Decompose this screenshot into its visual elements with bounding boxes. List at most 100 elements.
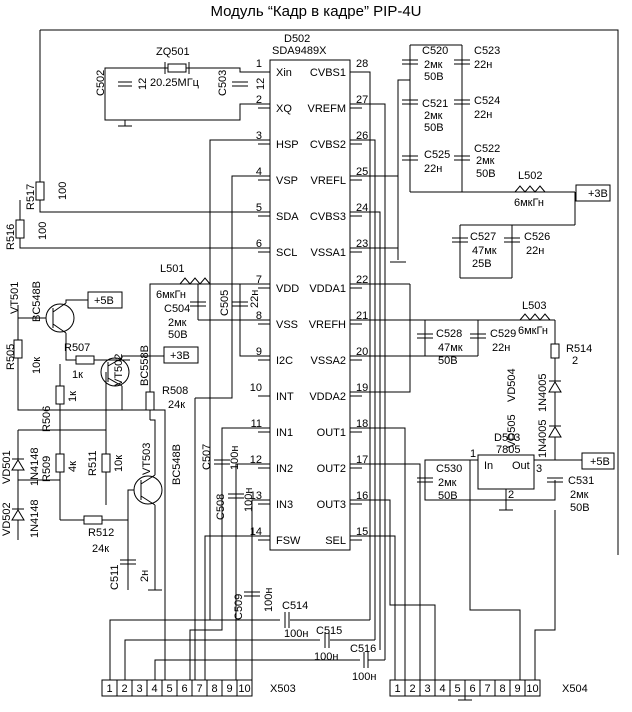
vt502-value: BC558B xyxy=(139,345,151,386)
c508-ref: C508 xyxy=(215,494,227,520)
ic-left-pins: 1Xin2XQ3HSP4VSP5SDA6SCL7VDD8VSS9I2C10INT… xyxy=(250,58,301,547)
ic-pin-name: IN3 xyxy=(276,499,293,511)
vd501-ref: VD501 xyxy=(1,450,13,484)
ic-pin-number: 15 xyxy=(356,526,368,538)
ic-pin-number: 18 xyxy=(356,418,368,430)
ic-pin-name: IN1 xyxy=(276,427,293,439)
d503-in-label: In xyxy=(484,460,493,472)
c504-value: 2мк xyxy=(168,317,187,329)
ic-pin-name: IN2 xyxy=(276,463,293,475)
r505-value: 10к xyxy=(31,357,43,374)
r512-ref: R512 xyxy=(88,527,114,539)
l503-ref: L503 xyxy=(522,300,546,312)
l502-value: 6мкГн xyxy=(514,197,544,209)
c528-ref: C528 xyxy=(436,328,462,340)
ic-pin-number: 2 xyxy=(256,94,262,106)
connector-pin-number: 10 xyxy=(526,683,538,695)
supply-5v-reg: +5В xyxy=(590,456,610,468)
ic-pin-number: 24 xyxy=(356,202,368,214)
r516-body xyxy=(15,219,25,239)
vt501-body xyxy=(45,303,75,333)
c521-value: 2мк xyxy=(424,110,443,122)
c516-value: 100н xyxy=(352,671,376,683)
ic-pin-number: 22 xyxy=(356,274,368,286)
connector-pin-number: 8 xyxy=(499,683,505,695)
ic-pin-name: I2C xyxy=(276,355,293,367)
c525-ref: C525 xyxy=(424,149,450,161)
c527-c526-section: C527 47мк 25В C526 22н xyxy=(452,192,576,279)
d503-pin3: 3 xyxy=(536,463,542,475)
r512-body xyxy=(83,515,103,525)
r509-body xyxy=(55,453,65,473)
c530-volt: 50В xyxy=(438,490,458,502)
l502-coil xyxy=(514,185,546,193)
r509-ref: R509 xyxy=(41,456,53,482)
c502-ref: C502 xyxy=(95,70,107,96)
c520-value: 2мк xyxy=(424,59,443,71)
r505-body xyxy=(13,339,23,359)
ic-pin-name: XQ xyxy=(276,103,292,115)
vd504-diode xyxy=(548,381,562,393)
ic-pin-number: 8 xyxy=(256,310,262,322)
c504-volt: 50В xyxy=(168,329,188,341)
r514-value: 2 xyxy=(572,355,578,367)
vd502-value: 1N4148 xyxy=(29,499,41,538)
ic-pin-name: VSSA1 xyxy=(311,247,346,259)
ic-pin-name: CVBS3 xyxy=(310,211,346,223)
connector-pin-number: 1 xyxy=(394,683,400,695)
vref-area: C528 47мк 50В C529 22н L503 6мкГн xyxy=(350,283,555,393)
ic-pin-number: 17 xyxy=(356,454,368,466)
transistor-section: +5В R505 10к VT501 BC548B R507 1к VT502 … xyxy=(1,281,188,591)
c505-value: 22н xyxy=(249,290,261,308)
zq501-value: 20.25МГц xyxy=(150,77,200,89)
ic-pin-number: 26 xyxy=(356,130,368,142)
ic-pin-name: CVBS2 xyxy=(310,139,346,151)
d503-value: 7805 xyxy=(496,444,520,456)
left-bus: R517 100 R516 100 xyxy=(5,139,270,620)
r511-ref: R511 xyxy=(87,451,99,476)
ic-pin-number: 14 xyxy=(250,526,262,538)
c526-ref: C526 xyxy=(524,231,550,243)
c524-value: 22н xyxy=(474,109,492,121)
c529-value: 22н xyxy=(492,342,510,354)
c521-ref: C521 xyxy=(422,98,448,110)
r516-value: 100 xyxy=(37,222,49,240)
connector-pin-number: 8 xyxy=(211,683,217,695)
c507-ref: C507 xyxy=(201,444,213,470)
connector-pin-number: 10 xyxy=(238,683,250,695)
c503-value: 12 xyxy=(255,78,267,90)
connector-pin-number: 2 xyxy=(121,683,127,695)
r511-body xyxy=(101,453,111,473)
r514-body xyxy=(550,343,560,359)
r505-ref: R505 xyxy=(5,344,17,370)
c529-ref: C529 xyxy=(490,328,516,340)
r508-body xyxy=(145,391,155,411)
supply-3v-vt502-box xyxy=(163,346,199,364)
vdd-supply: L501 6мкГн C504 2мк 50В C505 22н +3В xyxy=(149,263,270,370)
vt501-value: BC548B xyxy=(31,281,43,322)
vd505-diode xyxy=(548,426,562,438)
c531-value: 2мк xyxy=(570,489,589,501)
c504-ref: C504 xyxy=(164,303,190,315)
x503-ref: X503 xyxy=(270,683,296,695)
input-wires: C507 100н C508 100н C509 100н C514 100н … xyxy=(109,398,385,683)
r506-value: 1к xyxy=(67,391,79,402)
c509-ref: C509 xyxy=(233,594,245,620)
c528-value: 47мк xyxy=(438,342,463,354)
d503-pin1: 1 xyxy=(470,448,476,460)
ic-d502: D502 SDA9489X 1Xin2XQ3HSP4VSP5SDA6SCL7VD… xyxy=(250,33,368,551)
c530-value: 2мк xyxy=(438,477,457,489)
ic-ref: D502 xyxy=(284,33,310,45)
r506-ref: R506 xyxy=(41,406,53,432)
ic-pin-name: VDD xyxy=(276,283,299,295)
ic-pin-name: OUT1 xyxy=(317,427,346,439)
connector-pin-number: 9 xyxy=(226,683,232,695)
vt502-body xyxy=(100,357,130,387)
c515-value: 100н xyxy=(314,651,338,663)
ic-pin-name: Xin xyxy=(276,67,292,79)
connector-pin-number: 4 xyxy=(439,683,445,695)
r506-body xyxy=(55,385,65,405)
c511-ref: C511 xyxy=(109,565,121,590)
